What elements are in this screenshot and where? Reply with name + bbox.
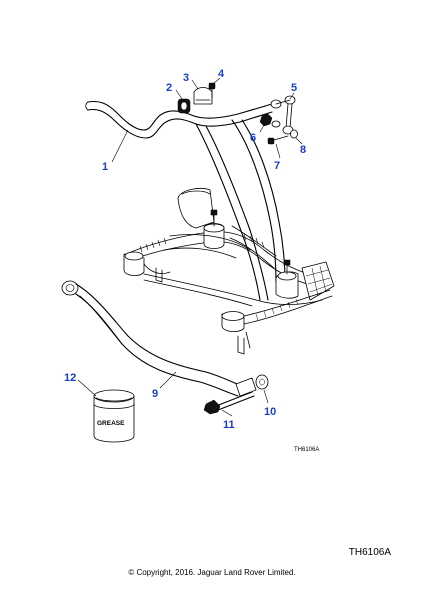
callout-6: 6 (250, 132, 256, 144)
callout-3: 3 (183, 72, 189, 84)
callout-7: 7 (274, 160, 280, 172)
tie-arm-washer (255, 374, 269, 390)
callout-9: 9 (152, 388, 158, 400)
copyright-notice: © Copyright, 2016. Jaguar Land Rover Lim… (128, 568, 296, 577)
link-bolt (267, 135, 289, 145)
figure-reference: TH6106A (348, 547, 391, 558)
grease-label: GREASE (97, 420, 125, 427)
stabilizer-bar (85, 100, 286, 301)
callout-4: 4 (218, 68, 225, 80)
drop-link (270, 95, 296, 135)
callout-2: 2 (166, 82, 172, 94)
clamp-bolt (208, 82, 216, 99)
link-washer (290, 129, 298, 139)
callout-8: 8 (300, 144, 306, 156)
callout-10: 10 (264, 406, 276, 418)
callout-12: 12 (64, 372, 76, 384)
callout-5: 5 (291, 82, 297, 94)
tie-arm (61, 280, 257, 397)
callout-11: 11 (223, 419, 235, 431)
bush-clamp (193, 87, 213, 105)
rear-subframe (123, 188, 335, 355)
callout-1: 1 (102, 161, 108, 173)
grease-container: GREASE (93, 389, 135, 443)
leader-lines (77, 77, 303, 417)
stabilizer-bush (177, 98, 191, 114)
tie-arm-bolt (203, 391, 255, 415)
link-nut (259, 113, 273, 127)
figure-ref-inner: TH6106A (294, 447, 319, 453)
